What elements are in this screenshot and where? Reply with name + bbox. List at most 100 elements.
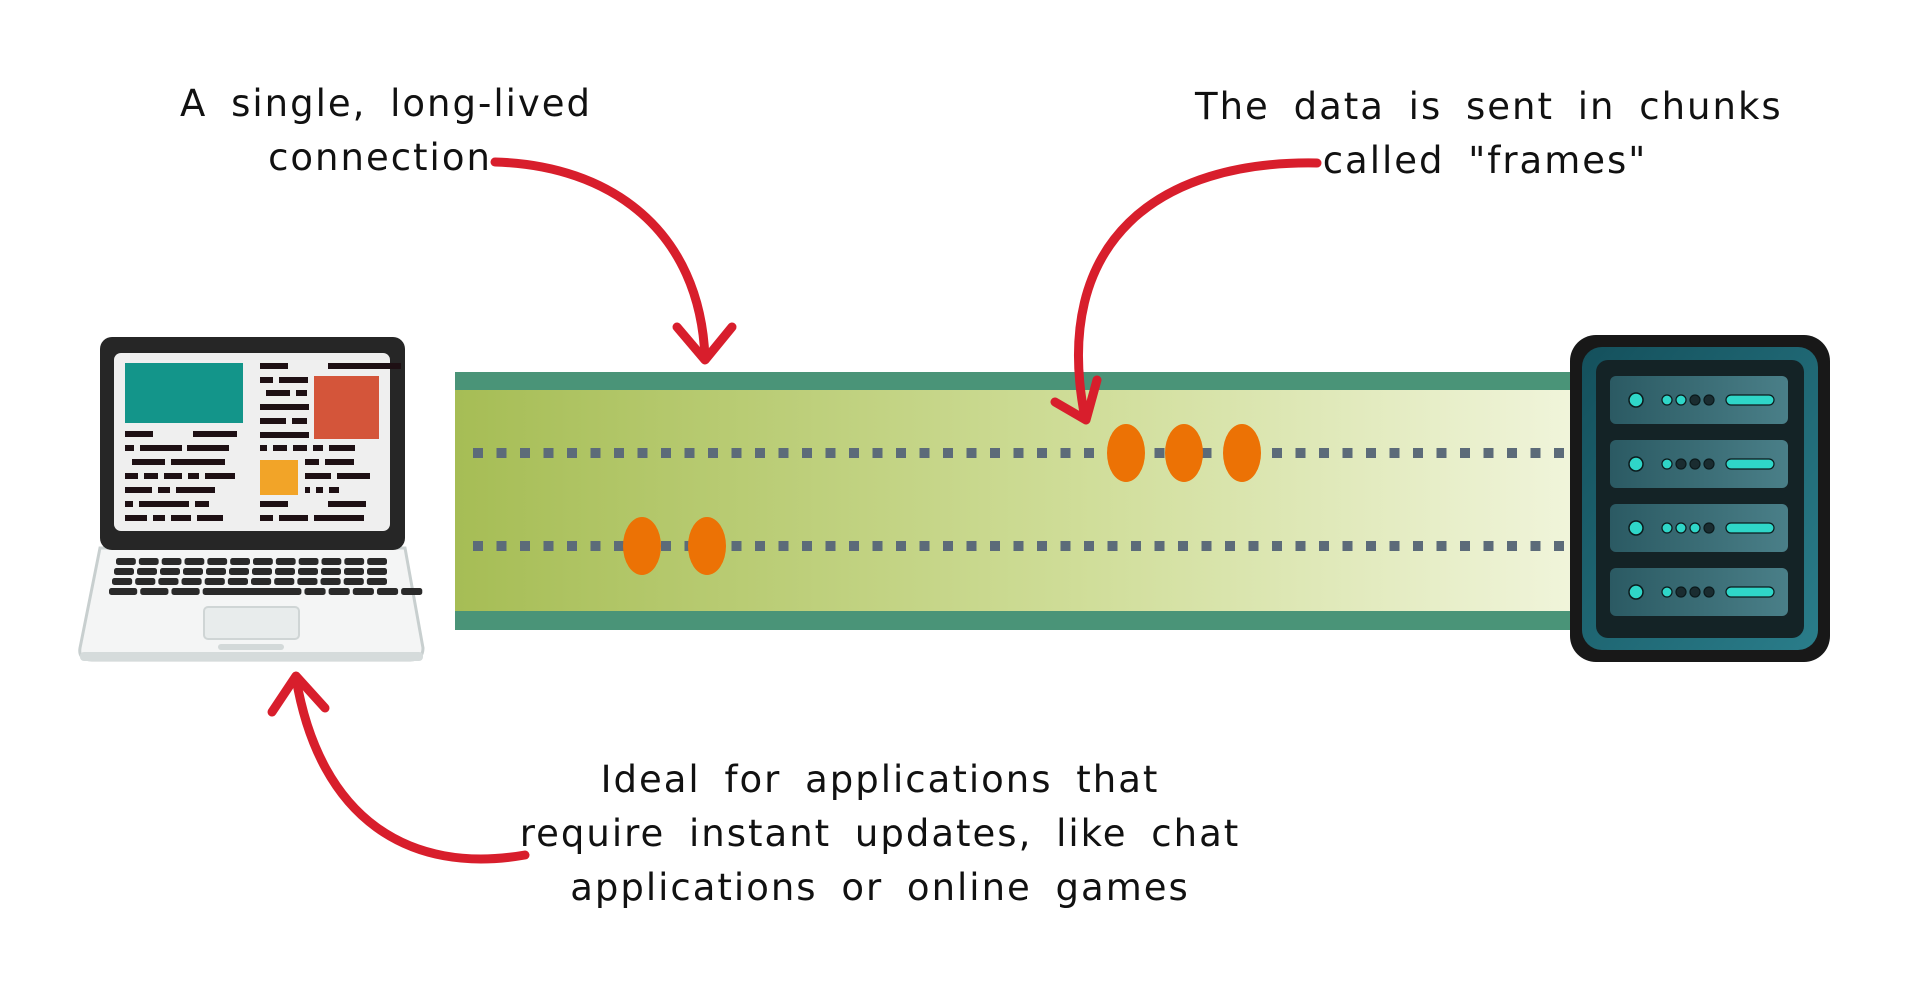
server-power-led — [1628, 456, 1644, 472]
tube-body — [455, 386, 1585, 614]
lane-dot — [1342, 448, 1353, 458]
screen-text-line — [296, 390, 307, 396]
keyboard-key — [160, 568, 180, 575]
keyboard-key — [112, 578, 133, 585]
lane-dot — [755, 541, 765, 551]
lane-dot — [1084, 448, 1094, 458]
lane-dot — [1413, 541, 1423, 551]
lane-dot — [1013, 541, 1024, 551]
lane-dot — [966, 541, 977, 551]
server-status-led — [1675, 458, 1687, 470]
lane-dot — [731, 448, 742, 458]
screen-text-line — [279, 515, 308, 521]
keyboard-key — [184, 558, 205, 565]
screen-teal-block — [125, 363, 243, 423]
screen-text-line — [153, 515, 165, 521]
lane-dot — [1060, 541, 1071, 551]
screen-text-line — [195, 501, 209, 507]
server-drive-slot — [1725, 522, 1775, 534]
screen-text-line — [188, 473, 199, 479]
keyboard-key — [376, 588, 399, 595]
screen-text-line — [313, 445, 323, 451]
screen-text-line — [140, 445, 182, 451]
lane-dot — [543, 541, 554, 551]
keyboard-key — [328, 588, 350, 595]
lane-dot — [684, 448, 695, 458]
screen-orange-block — [260, 460, 298, 495]
lane-dot — [1201, 448, 1212, 458]
arrow-frames-head — [1050, 375, 1102, 425]
keyboard-key — [320, 578, 341, 585]
screen-text-line — [125, 515, 147, 521]
keyboard-key — [138, 558, 159, 565]
keyboard-key — [321, 558, 342, 565]
keyboard-key — [366, 578, 387, 585]
keyboard-key — [135, 578, 156, 585]
server-drive-slot — [1725, 458, 1775, 470]
screen-text-line — [279, 377, 308, 383]
frame-lower — [688, 517, 726, 575]
lane-dot — [802, 448, 812, 458]
lane-dot — [1178, 541, 1188, 551]
lane-dot — [543, 448, 554, 458]
screen-text-line — [328, 363, 401, 369]
server-drive-slot — [1725, 586, 1775, 598]
arrows — [267, 157, 1322, 864]
lane-dot — [1366, 448, 1376, 458]
lane-dot — [966, 448, 977, 458]
server-status-led — [1689, 394, 1701, 406]
screen-text-line — [125, 501, 133, 507]
lane-dot — [1554, 541, 1564, 551]
annotation-frames-line-2: called "frames" — [1322, 139, 1648, 182]
lane-dot — [896, 541, 906, 551]
keyboard-key — [251, 578, 272, 585]
screen-text-line — [305, 473, 331, 479]
server-status-led — [1703, 394, 1715, 406]
lane-dot — [1272, 541, 1282, 551]
frame-upper — [1223, 424, 1261, 482]
screen-text-line — [305, 459, 319, 465]
lane-dot — [1295, 448, 1306, 458]
keyboard-key — [321, 568, 341, 575]
keyboard-key — [114, 568, 134, 575]
annotation-frames: The data is sent in chunks called "frame… — [1195, 80, 1781, 188]
server-status-led — [1703, 458, 1715, 470]
frame-upper — [1165, 424, 1203, 482]
keyboard-key — [230, 558, 250, 565]
keyboard-key — [304, 588, 326, 595]
screen-text-line — [139, 501, 189, 507]
server-status-led — [1689, 522, 1701, 534]
laptop-base-edge — [80, 652, 423, 661]
laptop-notch — [218, 644, 284, 650]
connection-tube — [455, 372, 1585, 630]
lane-dot — [520, 448, 530, 458]
lane-dot — [1272, 448, 1282, 458]
keyboard-key — [401, 588, 423, 595]
keyboard-key — [274, 578, 295, 585]
lane-dot — [1460, 448, 1470, 458]
lane-dot — [1460, 541, 1470, 551]
lane-dot — [896, 448, 906, 458]
keyboard-key — [298, 568, 318, 575]
screen-text-line — [305, 487, 310, 493]
keyboard-key — [344, 558, 365, 565]
keyboard-key — [207, 558, 228, 565]
lane-dot — [825, 448, 836, 458]
screen-text-line — [171, 515, 191, 521]
arrow-frames — [1074, 158, 1322, 423]
keyboard-key — [181, 578, 202, 585]
screen-text-line — [337, 473, 370, 479]
keyboard-key — [109, 588, 138, 595]
lane-dot — [614, 448, 624, 458]
lane-dot — [1483, 448, 1494, 458]
server-status-led — [1689, 586, 1701, 598]
annotation-connection-line-1: A single, long-lived — [180, 82, 593, 125]
screen-text-line — [205, 473, 235, 479]
screen-text-line — [266, 390, 290, 396]
server-status-led — [1703, 522, 1715, 534]
screen-text-lines — [125, 363, 401, 521]
lane-dot — [1295, 541, 1306, 551]
arrow-connection-head — [672, 322, 737, 365]
lane-dot — [496, 448, 507, 458]
